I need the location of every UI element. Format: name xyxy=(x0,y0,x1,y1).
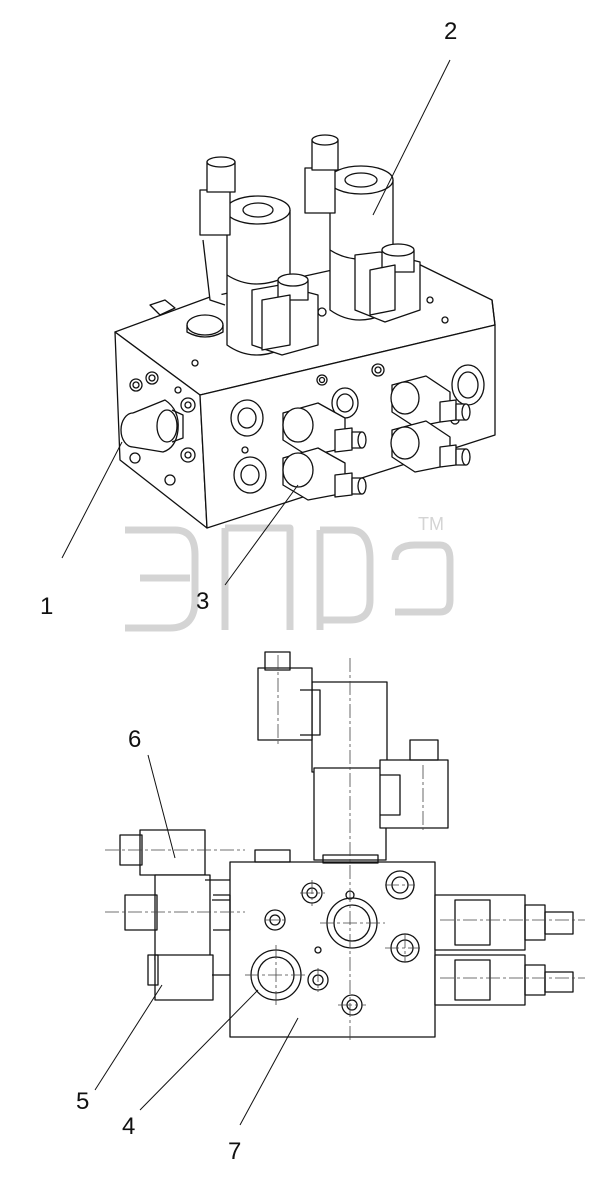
block-top-details xyxy=(149,296,449,367)
callout-4: 4 xyxy=(122,1113,136,1140)
solenoid-part-2 xyxy=(304,134,421,323)
valve-block-side-view xyxy=(119,651,574,1038)
watermark-tm: TM xyxy=(418,514,444,534)
center-lines xyxy=(105,655,585,1040)
callout-3: 3 xyxy=(196,588,210,615)
leader-lines xyxy=(61,59,451,1126)
callout-6: 6 xyxy=(128,726,142,753)
callout-1: 1 xyxy=(40,593,54,620)
block-left-ports xyxy=(129,371,196,486)
callout-5: 5 xyxy=(76,1088,90,1115)
watermark-logo xyxy=(125,524,454,632)
callout-2: 2 xyxy=(444,18,458,45)
callout-7: 7 xyxy=(228,1138,242,1165)
solenoid-front xyxy=(199,156,319,356)
plug-part-1 xyxy=(120,399,184,453)
cartridge-valves-part-3 xyxy=(282,375,471,501)
